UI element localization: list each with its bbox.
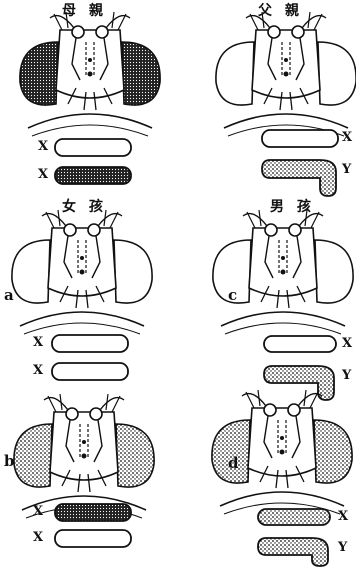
- girl-b-x-chromosome-1: [55, 504, 131, 521]
- mother-x-label-2: X: [38, 167, 48, 182]
- father-x-label: X: [342, 130, 352, 145]
- panel-letter-b: b: [4, 452, 15, 470]
- mother-fly: [20, 12, 160, 136]
- girl-a-x-chromosome-1: [52, 335, 128, 352]
- boy-c-x-label: X: [342, 336, 352, 351]
- girl-fly-a: [12, 210, 152, 334]
- mother-x-label-1: X: [38, 139, 48, 154]
- panel-letter-d: d: [228, 454, 239, 472]
- father-x-chromosome: [262, 130, 338, 147]
- girl-b-x-label-1: X: [33, 504, 43, 519]
- mother-x-chromosome-2: [55, 167, 131, 184]
- father-y-chromosome: [262, 160, 336, 196]
- boys-title: 男 孩: [270, 196, 315, 216]
- girl-a-x-label-2: X: [33, 363, 43, 378]
- girl-b-x-label-2: X: [33, 530, 43, 545]
- boy-fly-d: [212, 390, 352, 514]
- mother-title: 母 親: [62, 0, 107, 20]
- father-y-label: Y: [342, 162, 351, 177]
- girls-title: 女 孩: [62, 196, 107, 216]
- boy-c-x-chromosome: [264, 336, 336, 352]
- boy-c-y-chromosome: [264, 366, 334, 400]
- panel-letter-a: a: [4, 286, 14, 304]
- boy-d-y-label: Y: [338, 540, 347, 555]
- boy-c-y-label: Y: [342, 368, 351, 383]
- girl-a-x-chromosome-2: [52, 363, 128, 380]
- girl-a-x-label-1: X: [33, 335, 43, 350]
- boy-d-y-chromosome: [258, 538, 328, 566]
- father-title: 父 親: [258, 0, 303, 20]
- girl-fly-b: [14, 394, 154, 518]
- father-fly: [216, 12, 356, 136]
- boy-d-x-chromosome: [258, 509, 330, 525]
- mother-x-chromosome-1: [55, 139, 131, 156]
- panel-letter-c: c: [228, 286, 237, 304]
- boy-fly-c: [213, 210, 353, 334]
- girl-b-x-chromosome-2: [55, 530, 131, 547]
- boy-d-x-label: X: [338, 509, 348, 524]
